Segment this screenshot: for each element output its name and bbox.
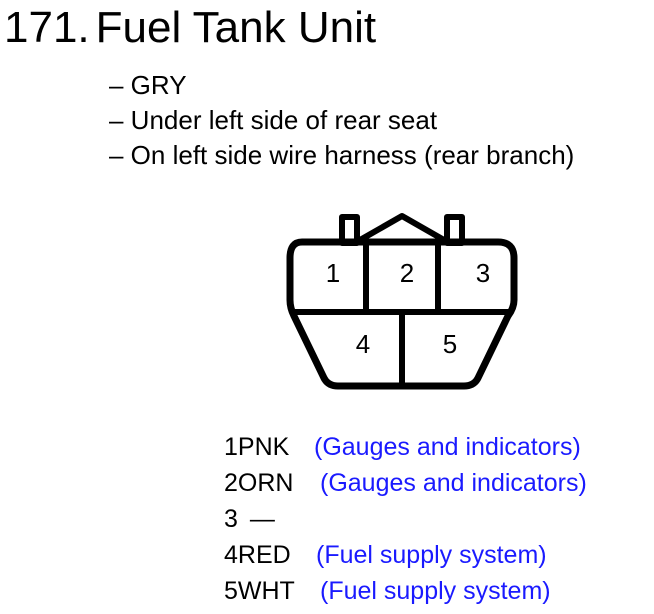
wire-pin: 1	[224, 433, 238, 461]
wire-system-link[interactable]: (Gauges and indicators)	[320, 469, 587, 497]
wire-color: PNK	[237, 433, 290, 461]
pin-label-4: 4	[356, 329, 370, 359]
wire-list: 1PNK (Gauges and indicators) 2ORN (Gauge…	[224, 429, 587, 609]
pin-label-1: 1	[326, 258, 340, 288]
connector-diagram: 1 2 3 4 5	[286, 213, 518, 390]
wire-color: WHT	[237, 577, 295, 605]
pin-label-2: 2	[400, 258, 414, 288]
wire-pin: 2	[224, 469, 238, 497]
wire-row: 4RED (Fuel supply system)	[224, 537, 547, 573]
page-title: 171.Fuel Tank Unit	[4, 2, 376, 54]
wire-pin: 5	[224, 577, 238, 605]
detail-item-harness: – On left side wire harness (rear branch…	[109, 140, 575, 170]
wire-row: 5WHT (Fuel supply system)	[224, 573, 551, 609]
wire-system-link[interactable]: (Fuel supply system)	[316, 541, 547, 569]
pin-label-5: 5	[443, 329, 457, 359]
section-title: Fuel Tank Unit	[95, 3, 377, 52]
wire-color: —	[249, 505, 275, 533]
connector-latch	[339, 213, 465, 246]
wire-pin: 3	[224, 505, 238, 533]
wire-pin: 4	[224, 541, 238, 569]
wire-system-link[interactable]: (Fuel supply system)	[320, 577, 551, 605]
detail-list: – GRY – Under left side of rear seat – O…	[109, 68, 574, 173]
detail-item-color: – GRY	[109, 70, 187, 100]
section-number: 171.	[4, 3, 90, 52]
connector-housing	[286, 238, 518, 390]
wire-row: 2ORN (Gauges and indicators)	[224, 465, 587, 501]
pin-label-3: 3	[476, 258, 490, 288]
wire-row: 3—	[224, 501, 295, 537]
wire-color: RED	[237, 541, 291, 569]
wire-row: 1PNK (Gauges and indicators)	[224, 429, 581, 465]
detail-item-location: – Under left side of rear seat	[109, 105, 438, 135]
wire-system-link[interactable]: (Gauges and indicators)	[314, 433, 581, 461]
wire-color: ORN	[237, 469, 294, 497]
connector-dividers	[292, 242, 512, 386]
